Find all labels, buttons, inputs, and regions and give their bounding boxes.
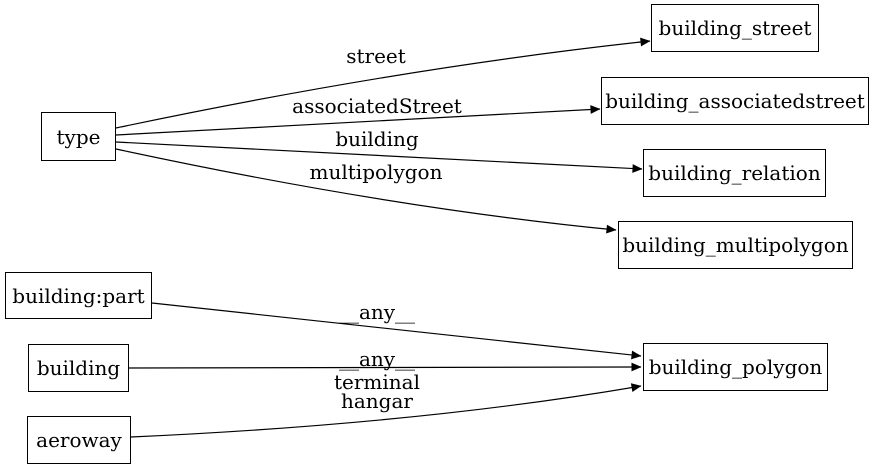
node-building-polygon: building_polygon [643, 343, 828, 391]
node-building-relation: building_relation [643, 149, 826, 197]
edge-label-street: street [346, 44, 406, 68]
node-building-multipolygon: building_multipolygon [618, 221, 853, 269]
edge-label-any-1: __any__ [338, 300, 416, 324]
edge-label-any-2: __any__ [338, 347, 416, 371]
edge-label-building: building [335, 127, 419, 151]
edge-label-associatedstreet: associatedStreet [292, 94, 462, 118]
edge-label-hangar: hangar [341, 389, 413, 413]
edge-label-multipolygon: multipolygon [309, 160, 443, 184]
node-building-part: building:part [5, 272, 152, 319]
edge-buildingpart-building-polygon [151, 302, 642, 360]
node-aeroway: aeroway [27, 416, 131, 464]
node-building-associatedstreet: building_associatedstreet [601, 77, 869, 125]
edge-aeroway-building-polygon [130, 383, 642, 438]
edge-type-building-street [115, 37, 651, 129]
node-building-street: building_street [651, 4, 819, 52]
edge-label-terminal-hangar: terminal hangar [334, 370, 420, 413]
edge-type-building-associatedstreet [115, 105, 601, 136]
edge-label-terminal: terminal [334, 370, 420, 394]
edge-type-building-multipolygon [115, 148, 617, 234]
node-type: type [41, 112, 116, 161]
edge-building-building-polygon [128, 362, 642, 372]
node-building: building [28, 344, 129, 392]
edge-type-building-relation [115, 141, 643, 173]
